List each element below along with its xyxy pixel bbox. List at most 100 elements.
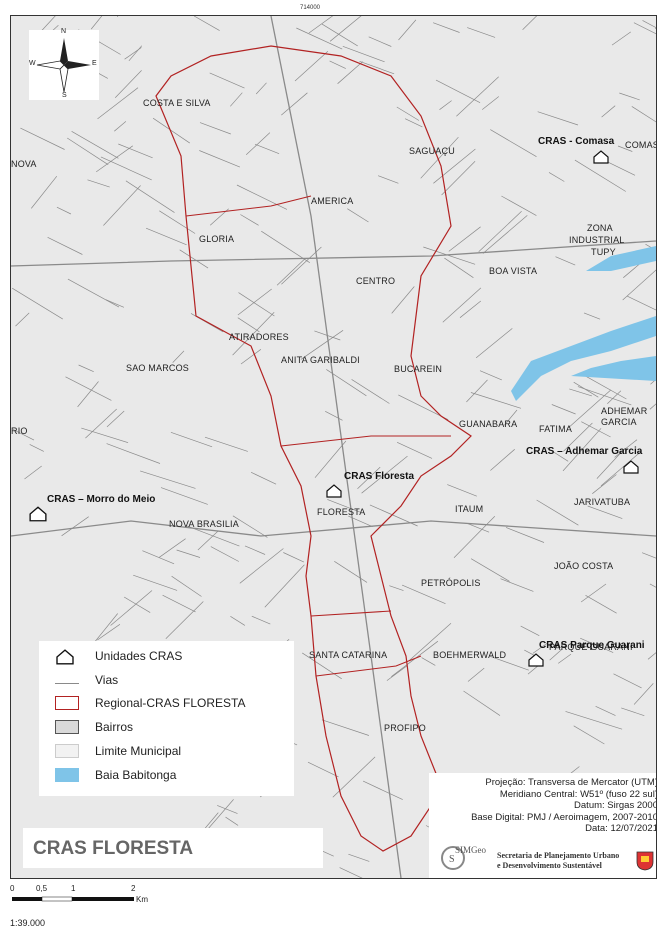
road-segment [396, 106, 420, 121]
road-segment [142, 550, 175, 565]
scale-bar: 0 0,5 1 2 Km [10, 884, 148, 912]
road-segment [600, 451, 641, 487]
road-segment [522, 16, 538, 30]
road-segment [67, 137, 109, 165]
road-segment [327, 499, 361, 513]
road-segment [622, 269, 656, 301]
house-icon[interactable] [29, 506, 47, 527]
legend: Unidades CRAS Vias Regional-CRAS FLOREST… [39, 641, 294, 796]
road-segment [649, 583, 656, 588]
road-segment [595, 705, 616, 716]
bairros-swatch [55, 720, 79, 734]
road-segment [47, 236, 83, 255]
main-road [11, 16, 656, 878]
house-icon[interactable] [326, 484, 342, 503]
legend-label: Limite Municipal [95, 744, 182, 758]
road-segment [500, 578, 534, 592]
road-segment [362, 780, 403, 800]
road-segment [170, 431, 213, 448]
road-segment [551, 404, 576, 415]
road-segment [456, 76, 499, 117]
road-segment [199, 150, 241, 168]
bairro-label: PROFIPO [384, 723, 426, 733]
road-segment [504, 409, 518, 426]
scale-tick: 0 [10, 884, 15, 893]
road-segment [654, 27, 656, 29]
house-icon [55, 649, 79, 665]
road-segment [283, 552, 305, 563]
road-segment [197, 530, 219, 551]
road-segment [481, 96, 500, 110]
road-segment [441, 161, 476, 196]
road-segment [389, 585, 404, 591]
scale-tick: 1 [71, 884, 76, 893]
road-segment [296, 27, 343, 50]
road-segment [423, 246, 476, 265]
road-segment [520, 625, 540, 637]
road-segment [85, 408, 117, 439]
road-segment [448, 226, 481, 252]
road-segment [97, 624, 121, 641]
map-canvas[interactable] [11, 16, 656, 878]
bairro-label: GARCIA [601, 417, 637, 427]
road-segment [604, 160, 636, 176]
cras-unit-label: CRAS – Adhemar Garcia [526, 446, 643, 457]
map-frame[interactable]: N S E W COSTA E SILVA NOVA AMERICA SAGUA… [10, 15, 657, 879]
road-segment [77, 381, 99, 408]
road-segment [601, 105, 616, 118]
road-segment [475, 328, 513, 359]
bairro-label: FATIMA [539, 424, 573, 434]
house-icon[interactable] [528, 653, 544, 672]
meridian-text: Meridiano Central: W51º (fuso 22 sul) [499, 788, 657, 800]
road-segment [490, 129, 537, 158]
road-segment [230, 92, 243, 107]
road-segment [645, 243, 656, 251]
road-segment [105, 299, 125, 308]
road-segment [585, 594, 617, 614]
road-segment [621, 707, 645, 717]
road-segment [230, 616, 246, 626]
road-segment [199, 122, 231, 135]
road-segment [314, 440, 347, 478]
road-segment [581, 421, 611, 438]
road-segment [103, 185, 141, 226]
house-icon[interactable] [593, 150, 609, 169]
compass-s: S [62, 92, 67, 99]
coordinate-label: 714000 [300, 5, 321, 11]
road-segment [439, 100, 452, 110]
datum-text: Datum: Sirgas 2000 [574, 800, 657, 811]
road-segment [162, 594, 196, 613]
bairro-label: SAGUAÇU [409, 146, 455, 156]
road-segment [647, 652, 656, 660]
road-segment [294, 51, 329, 82]
baia-babitonga-water [511, 246, 656, 401]
road-segment [302, 652, 342, 680]
road-segment [71, 130, 119, 159]
road-segment [217, 805, 238, 814]
road-segment [238, 292, 275, 317]
legend-label: Baia Babitonga [95, 768, 177, 782]
bairro-label: ITAUM [455, 504, 484, 514]
scale-tick: 0,5 [36, 884, 48, 893]
road-segment [114, 70, 142, 98]
road-segment [237, 288, 272, 316]
road-segment [133, 574, 178, 591]
road-segment [562, 428, 602, 472]
legend-label: Bairros [95, 720, 134, 734]
limite-swatch [55, 744, 79, 758]
bairro-label: TUPY [591, 247, 616, 257]
road-segment [478, 211, 522, 253]
road-segment [359, 60, 395, 75]
bairro-label: ZONA [587, 223, 613, 233]
date-text: Data: 12/07/2021 [585, 823, 657, 834]
road-segment [61, 516, 89, 537]
bairro-label: GLORIA [199, 234, 235, 244]
road-segment [251, 615, 271, 625]
bairro-label: BOA VISTA [489, 266, 538, 276]
road-segment [254, 143, 280, 155]
road-segment [357, 466, 381, 489]
baia-babitonga-water-branch [586, 246, 656, 271]
road-segment [489, 655, 529, 671]
scale-unit: Km [136, 895, 148, 904]
house-icon[interactable] [623, 460, 639, 479]
